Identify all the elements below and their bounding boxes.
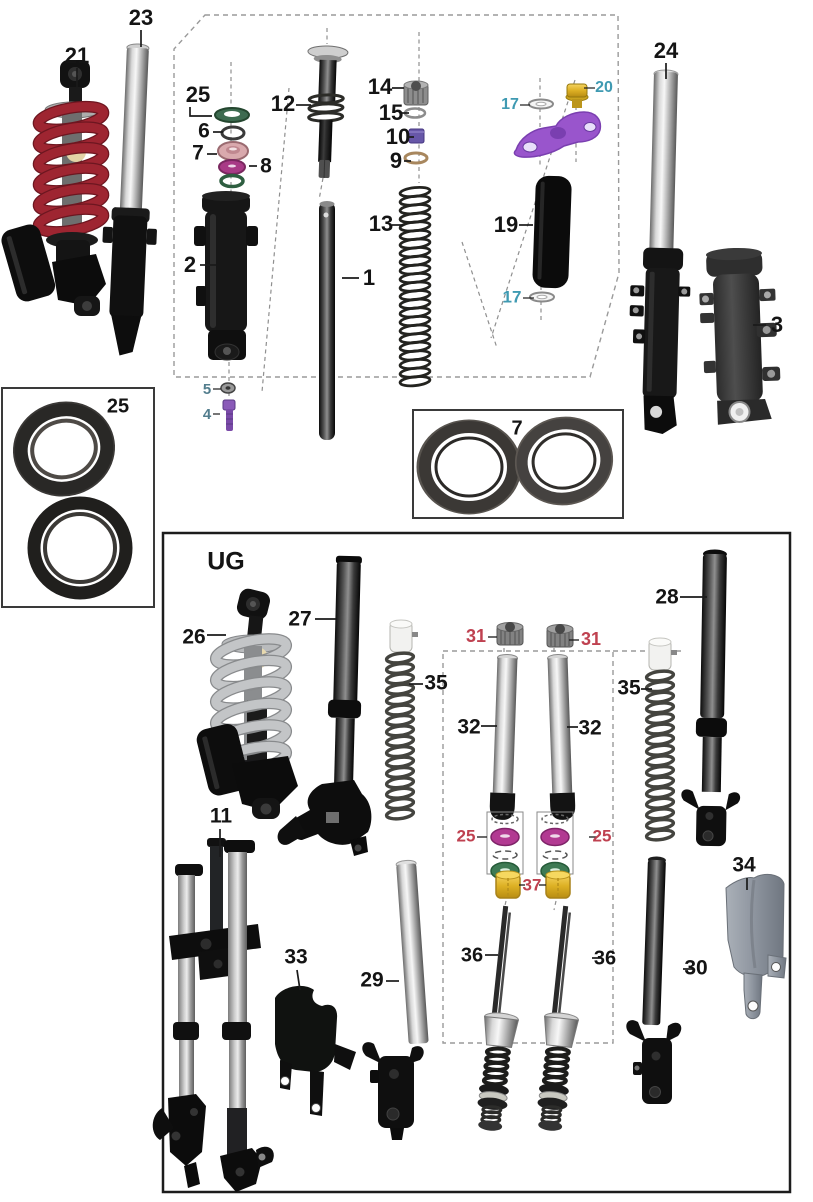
part-label-5: 5 <box>203 381 211 398</box>
seal-kit-box-7 <box>412 409 624 519</box>
part-label-36-left: 36 <box>461 944 483 966</box>
part-label-26: 26 <box>182 626 205 649</box>
part-9-o-ring <box>403 151 429 165</box>
part-31-nut-right <box>546 624 574 648</box>
part-5-washer <box>220 382 236 394</box>
part-label-30: 30 <box>684 957 707 980</box>
part-label-31-left: 31 <box>466 626 486 646</box>
part-label-33: 33 <box>284 946 307 969</box>
label-layer: 21232567825412113141510917201917243257UG… <box>65 5 783 992</box>
part-36-damper-rod-left <box>477 905 519 1131</box>
part-label-27: 27 <box>288 608 311 631</box>
part-17-washer-top <box>528 98 554 110</box>
part-label-1: 1 <box>363 265 375 290</box>
part-29-fork-tube <box>362 859 429 1140</box>
dashed-group-outline-top <box>173 14 620 378</box>
part-17-washer-mid <box>529 291 555 303</box>
part-35-spring-left <box>384 619 418 821</box>
part-label-6: 6 <box>198 120 210 143</box>
part-label-17-top: 17 <box>501 96 519 113</box>
part-label-19: 19 <box>494 212 518 237</box>
part-label-8: 8 <box>260 155 272 178</box>
part-20-pinch-bolt <box>565 83 589 108</box>
part-label-36-right: 36 <box>594 947 616 969</box>
part-label-35-left: 35 <box>424 672 448 695</box>
part-1-push-rod <box>319 201 335 440</box>
part-27-fork-leg-ug <box>277 555 372 856</box>
part-31-nut-left <box>496 622 524 646</box>
part-label-10: 10 <box>386 124 410 149</box>
part-21-rear-shock <box>1 60 110 316</box>
part-37-bushing-left <box>495 870 521 899</box>
part-label-25-left: 25 <box>457 826 476 845</box>
part-10-spacer-cube <box>408 128 425 144</box>
part-26-rear-shock-ug <box>196 588 298 819</box>
part-label-13: 13 <box>369 211 393 236</box>
part-2-outer-tube <box>194 191 258 361</box>
part-seal-stack-top <box>214 107 250 189</box>
part-36-damper-rod-right <box>537 905 579 1131</box>
part-label-2: 2 <box>184 252 196 277</box>
part-19-stem-tube <box>532 175 572 289</box>
part-label-14: 14 <box>368 74 393 99</box>
part-label-21: 21 <box>65 43 89 68</box>
part-label-20: 20 <box>595 79 613 96</box>
part-24-fork-leg-complete <box>629 69 691 435</box>
part-label-29: 29 <box>360 969 383 992</box>
part-label-35-right: 35 <box>617 677 641 700</box>
part-label-7-box: 7 <box>511 417 522 439</box>
part-label-17-mid: 17 <box>503 287 522 306</box>
part-label-34: 34 <box>732 854 756 877</box>
part-32-inner-tube-left <box>489 653 518 820</box>
seal-kit-box-25 <box>1 387 155 608</box>
part-label-15: 15 <box>379 100 403 125</box>
part-11-fork-assembly <box>152 838 274 1192</box>
part-label-9: 9 <box>390 148 402 173</box>
part-label-37: 37 <box>523 875 542 894</box>
part-label-25-top: 25 <box>186 82 210 107</box>
label-leader-lines <box>76 30 766 991</box>
part-label-4: 4 <box>203 406 212 423</box>
part-23-fork-inner-tube <box>102 43 157 356</box>
part-triple-clamp <box>513 111 602 158</box>
part-label-24: 24 <box>654 38 679 63</box>
part-35-spring-right <box>644 637 677 842</box>
part-32-inner-tube-right <box>547 654 576 820</box>
part-34-guard-bracket <box>725 873 787 1020</box>
part-label-3: 3 <box>771 312 783 337</box>
part-label-7-top: 7 <box>192 142 204 165</box>
part-33-fender-bracket <box>275 985 356 1116</box>
part-label-12: 12 <box>271 91 295 116</box>
part-label-11: 11 <box>210 805 233 828</box>
part-label-25-box: 25 <box>107 395 129 417</box>
part-14-lock-nut <box>403 80 429 106</box>
part-label-ug: UG <box>207 548 245 576</box>
part-label-31-right: 31 <box>581 629 601 649</box>
part-label-25-right: 25 <box>593 826 612 845</box>
part-label-28: 28 <box>655 586 679 609</box>
part-30-fork-tube <box>626 856 682 1104</box>
part-12-damper-rod <box>307 45 349 179</box>
part-label-23: 23 <box>129 5 153 30</box>
part-label-32-left: 32 <box>457 716 480 739</box>
part-37-bushing-right <box>545 870 571 899</box>
part-3-outer-tube <box>699 247 781 425</box>
part-13-fork-spring <box>398 185 432 388</box>
part-28-fork-leg-complete-ug <box>681 549 741 847</box>
part-label-32-right: 32 <box>578 717 601 740</box>
part-4-drain-bolt <box>222 399 236 431</box>
